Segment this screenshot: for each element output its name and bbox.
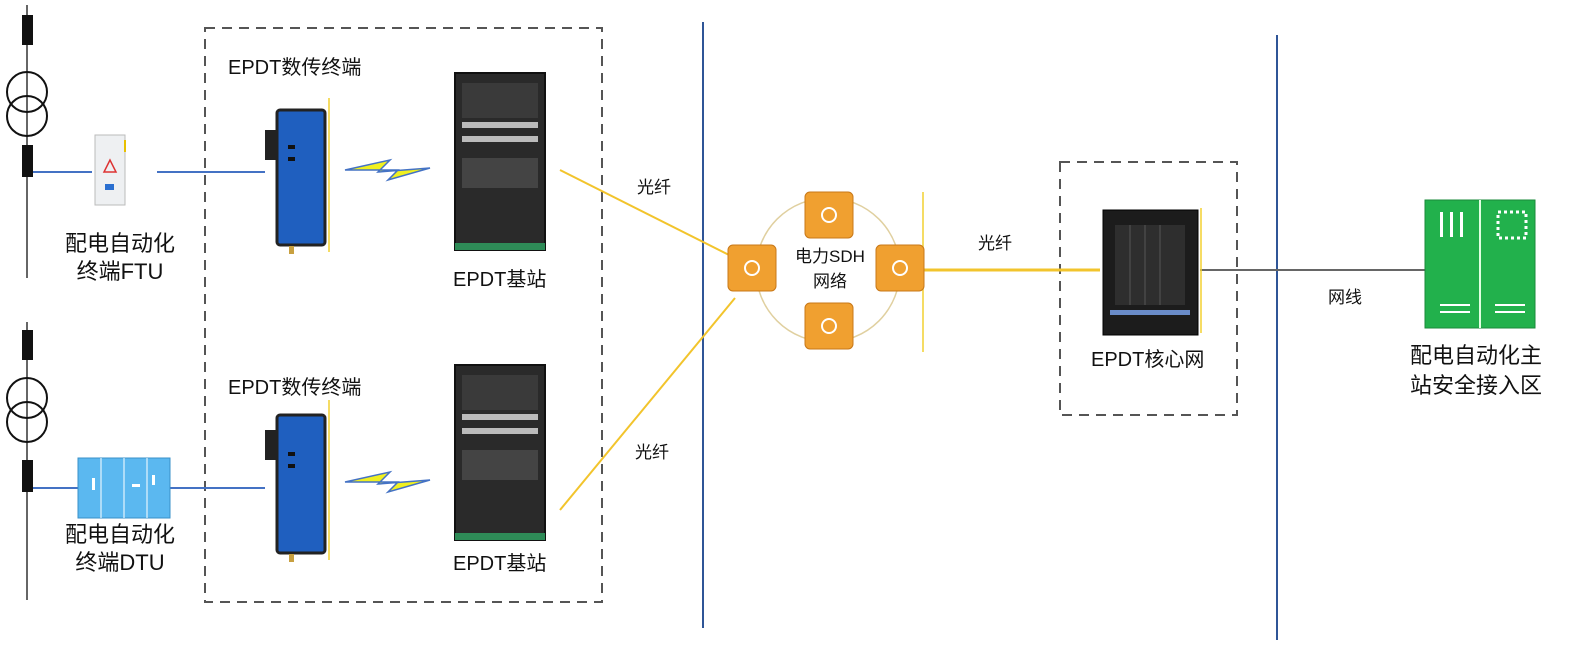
- epdt-terminal-bottom: [265, 400, 330, 562]
- sdh-label-line1: 电力SDH: [795, 247, 865, 266]
- ftu-device: [94, 134, 126, 206]
- dtu-label-line2: 终端DTU: [75, 550, 165, 575]
- base-station-rack-top: [454, 72, 546, 251]
- sdh-switch-icon: [804, 302, 854, 350]
- fiber-label-top: 光纤: [637, 178, 671, 197]
- transformer-symbol-top: [6, 5, 48, 278]
- fiber-label-core: 光纤: [978, 234, 1012, 253]
- wireless-link-icon: [344, 158, 431, 182]
- dtu-label-line1: 配电自动化: [64, 522, 175, 547]
- wireless-link-icon: [344, 470, 431, 494]
- base-station-rack-bottom: [454, 364, 546, 541]
- master-label-line2: 站安全接入区: [1410, 373, 1543, 398]
- master-station-cabinet: [1424, 199, 1536, 329]
- core-network-label: EPDT核心网: [1091, 349, 1205, 371]
- ftu-label-line2: 终端FTU: [76, 259, 164, 284]
- terminal-label-bottom: EPDT数传终端: [228, 377, 362, 399]
- ftu-label-line1: 配电自动化: [64, 231, 175, 256]
- base-station-label-bottom: EPDT基站: [453, 553, 547, 575]
- terminal-group-box: [204, 27, 603, 603]
- master-label-line1: 配电自动化主: [1410, 343, 1543, 368]
- sdh-switch-icon: [875, 244, 925, 292]
- core-network-box: [1059, 161, 1238, 416]
- fiber-label-bottom: 光纤: [635, 443, 669, 462]
- sdh-switch-icon: [727, 244, 777, 292]
- base-station-label-top: EPDT基站: [453, 269, 547, 291]
- network-cable-label: 网线: [1328, 288, 1362, 307]
- sdh-label-line2: 网络: [813, 272, 847, 291]
- terminal-label-top: EPDT数传终端: [228, 57, 362, 79]
- dtu-device: [77, 457, 171, 519]
- core-network-device: [1102, 208, 1202, 336]
- transformer-symbol-bottom: [6, 322, 48, 600]
- sdh-switch-icon: [804, 191, 854, 239]
- epdt-terminal-top: [265, 98, 330, 254]
